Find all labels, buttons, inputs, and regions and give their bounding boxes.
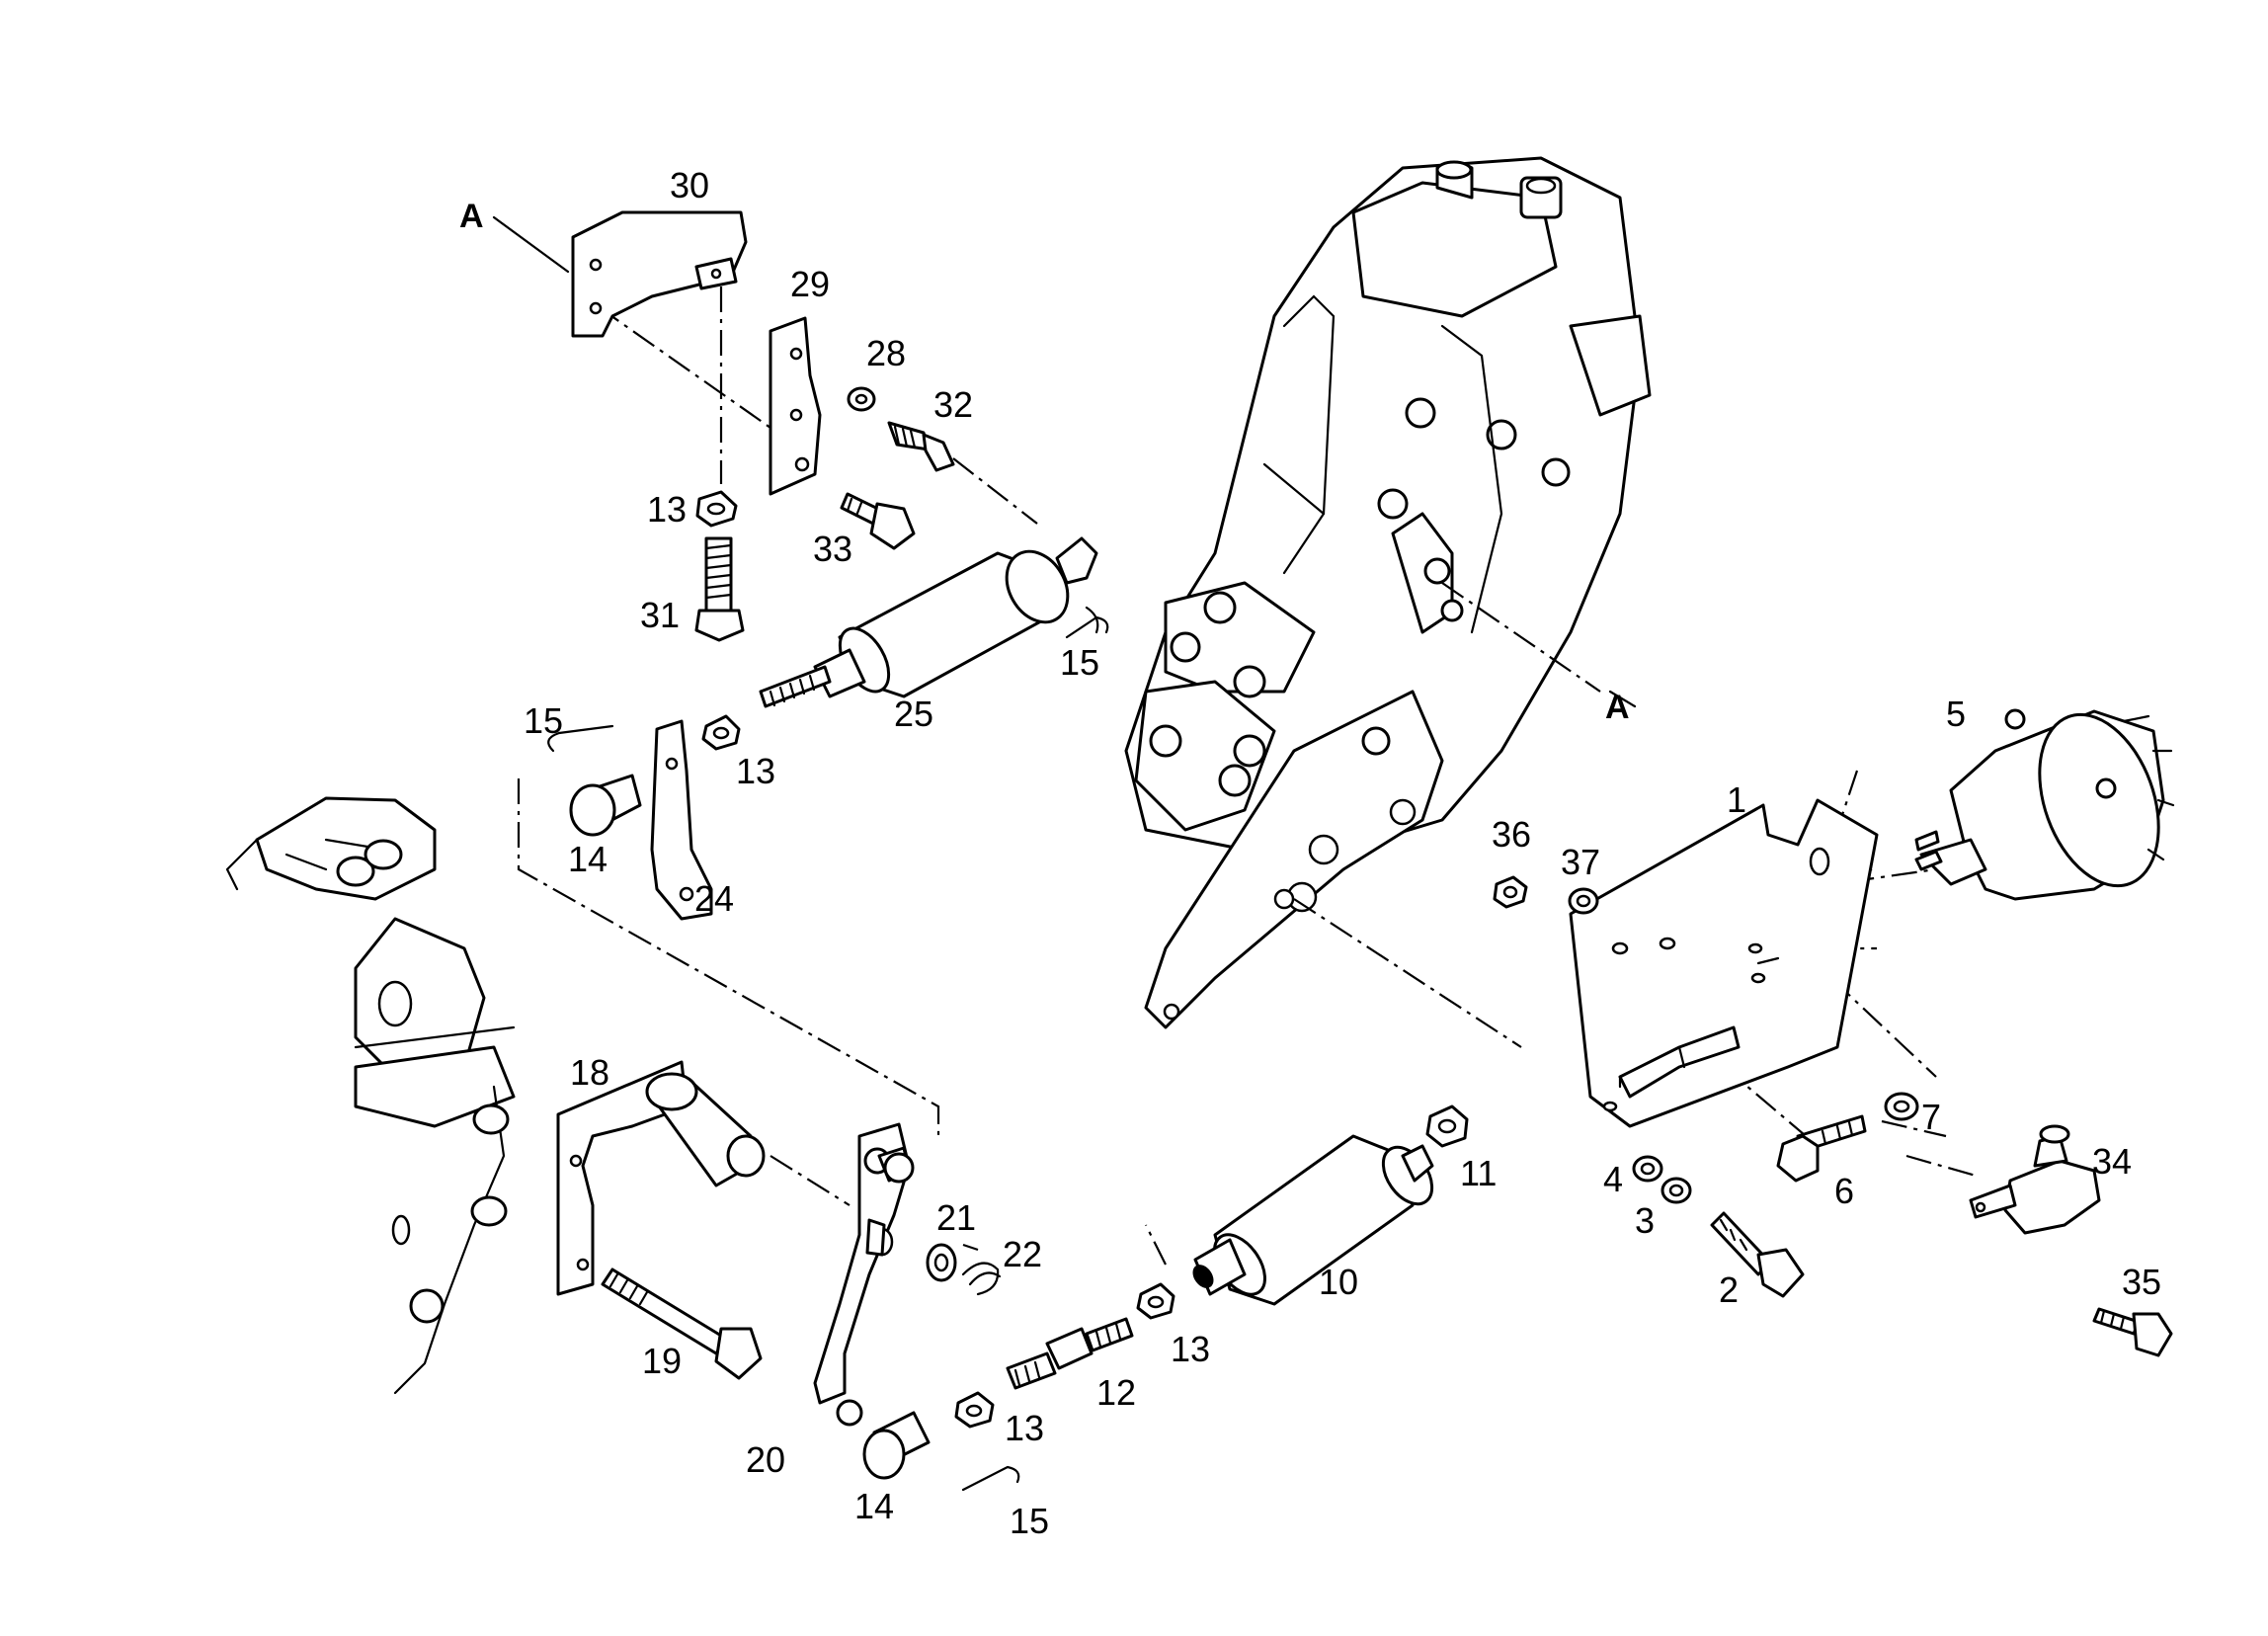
bolt-33	[840, 492, 916, 550]
label-4: 4	[1603, 1159, 1623, 1199]
plate-29	[769, 316, 822, 496]
cap-14-top	[569, 774, 642, 837]
label-35: 35	[2122, 1262, 2161, 1302]
nut-13-bottom	[954, 1391, 995, 1429]
label-33: 33	[813, 529, 852, 569]
label-22: 22	[1003, 1234, 1042, 1274]
washer-3	[1660, 1177, 1692, 1204]
label-25: 25	[894, 694, 933, 734]
label-20: 20	[746, 1439, 785, 1480]
label-21: 21	[936, 1197, 976, 1238]
vacuum-actuator-5	[1914, 708, 2175, 901]
washer-28	[847, 386, 876, 412]
label-ref-a-left: A	[459, 198, 484, 235]
label-28: 28	[866, 333, 906, 373]
label-11: 11	[1460, 1153, 1497, 1193]
label-24: 24	[694, 878, 734, 919]
nut-13-top	[695, 490, 738, 528]
washer-37	[1568, 887, 1599, 915]
washer-4	[1632, 1155, 1663, 1183]
washer-21	[926, 1243, 957, 1282]
nut-13-turnbuckle	[1136, 1282, 1175, 1320]
clip-15-top	[1065, 615, 1109, 639]
nut-13-mid	[701, 714, 741, 751]
nut-36	[1493, 875, 1528, 909]
lever-20	[813, 1122, 915, 1427]
label-12: 12	[1096, 1372, 1136, 1413]
label-6: 6	[1834, 1171, 1854, 1211]
washer-7	[1884, 1092, 1919, 1121]
label-13-turnbuckle: 13	[1171, 1329, 1210, 1369]
actuator-25	[759, 536, 1099, 708]
bolt-31	[694, 536, 745, 642]
lever-24	[650, 719, 713, 921]
label-15-left: 15	[524, 700, 563, 741]
label-13-bottom: 13	[1005, 1408, 1044, 1448]
label-14-top: 14	[568, 839, 608, 879]
cylinder-10	[1192, 1134, 1434, 1306]
part-labels: A A 30 29 28 32 13 33 31 15 25 15 13 14 …	[459, 165, 2161, 1541]
label-ref-a-right: A	[1605, 689, 1630, 726]
label-1: 1	[1727, 779, 1746, 820]
screw-32	[887, 421, 955, 472]
turnbuckle-12	[1006, 1317, 1134, 1390]
label-29: 29	[790, 264, 830, 304]
clip-15-bottom	[961, 1465, 1020, 1492]
label-15-top: 15	[1060, 642, 1099, 683]
clip-22	[961, 1262, 1002, 1296]
label-2: 2	[1719, 1269, 1739, 1310]
valve-34	[1969, 1124, 2101, 1235]
injection-pump	[1124, 156, 1652, 1029]
bolt-2	[1710, 1211, 1805, 1298]
label-36: 36	[1492, 814, 1531, 855]
label-31: 31	[640, 595, 680, 635]
label-13-mid: 13	[736, 751, 775, 791]
label-34: 34	[2092, 1141, 2132, 1182]
label-13-top: 13	[647, 489, 687, 530]
engine-block	[225, 796, 516, 1395]
label-14-bottom: 14	[854, 1486, 894, 1526]
label-32: 32	[933, 384, 973, 425]
label-15-bottom: 15	[1010, 1501, 1049, 1541]
bracket-30	[571, 210, 748, 338]
label-7: 7	[1921, 1097, 1941, 1137]
label-10: 10	[1319, 1262, 1358, 1302]
clip-15-left	[547, 724, 614, 753]
bolt-19	[601, 1268, 763, 1380]
mounting-plate-1	[1569, 798, 1879, 1128]
label-5: 5	[1946, 694, 1966, 734]
label-30: 30	[670, 165, 709, 205]
label-37: 37	[1561, 842, 1600, 882]
label-18: 18	[570, 1052, 609, 1093]
bracket-18	[556, 1060, 766, 1296]
nut-11	[1425, 1104, 1469, 1148]
label-3: 3	[1635, 1200, 1655, 1241]
bolt-35	[2092, 1307, 2173, 1357]
bolt-6	[1776, 1114, 1867, 1183]
label-19: 19	[642, 1341, 682, 1381]
cap-14-bottom	[862, 1411, 931, 1480]
